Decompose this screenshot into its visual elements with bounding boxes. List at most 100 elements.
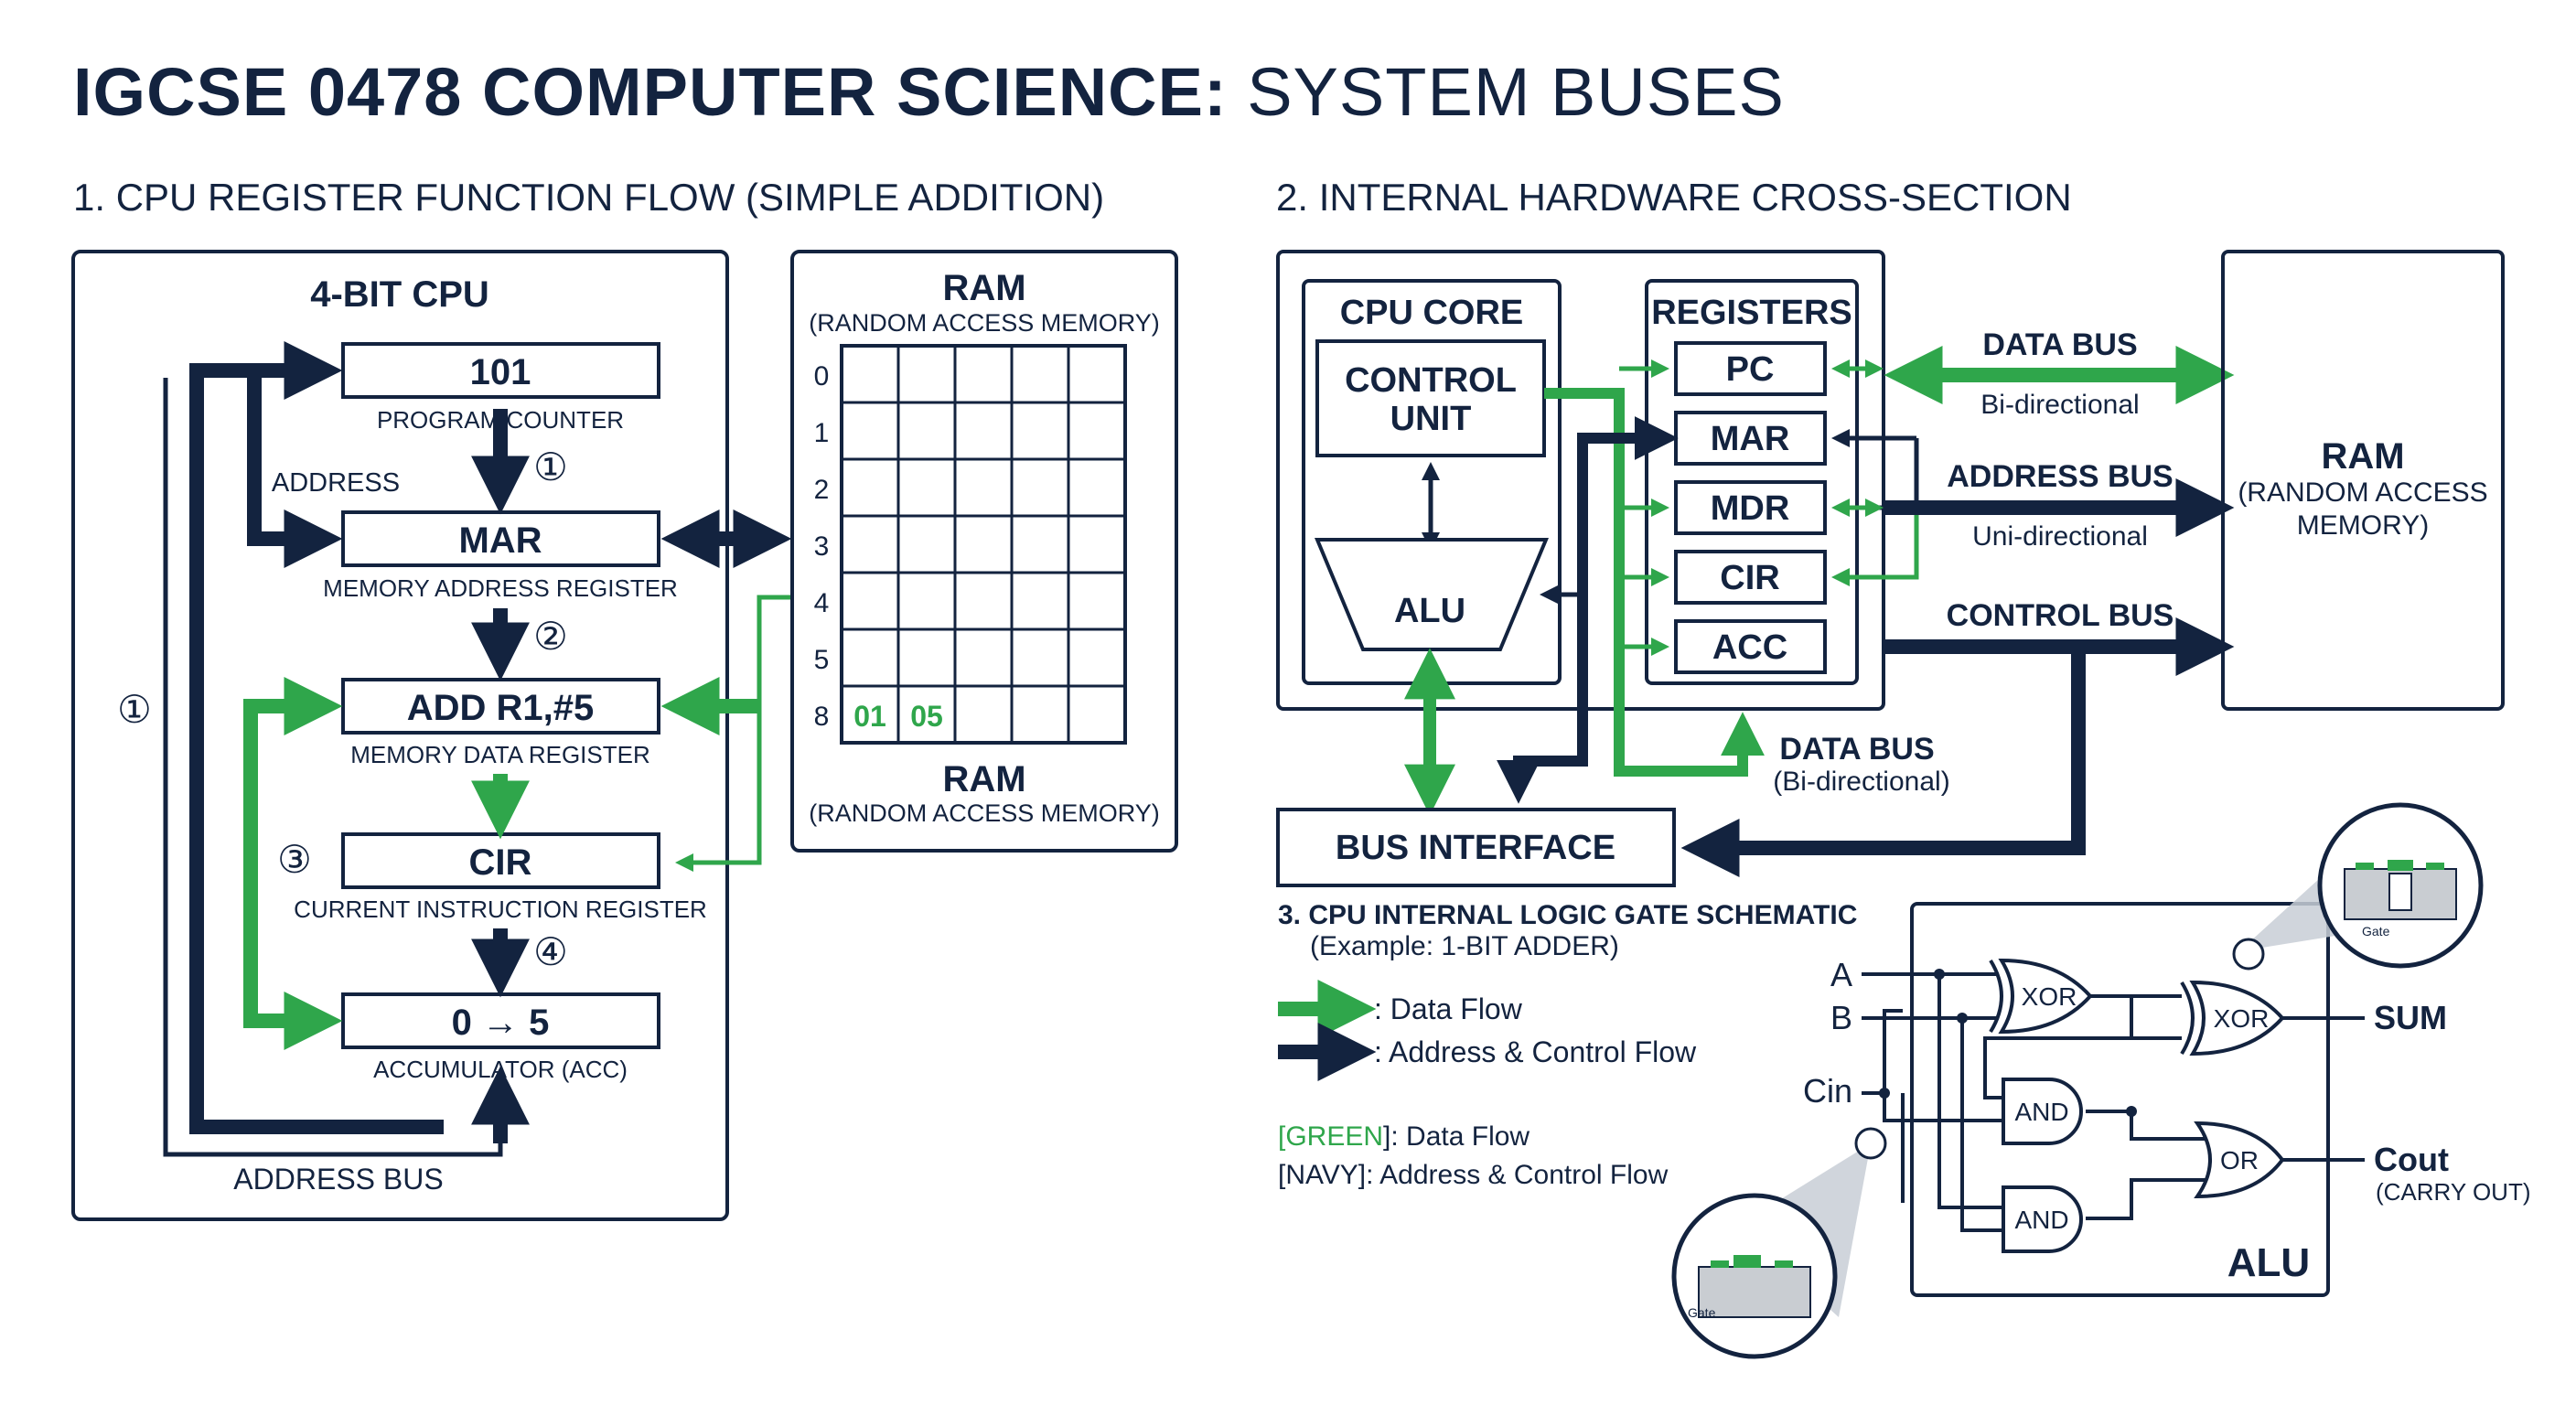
callout-top-gate-label: Gate — [2362, 924, 2390, 938]
register-mar-box — [341, 510, 660, 567]
register-mar-value: MAR — [458, 520, 542, 561]
wire-cin — [1862, 1091, 2003, 1122]
cpu-4bit-box — [71, 250, 729, 1221]
reg-cir-label: CIR — [1720, 559, 1779, 597]
transistor-top-icon — [2344, 860, 2457, 920]
control-bus-return — [1680, 647, 2086, 877]
adder-wires — [1862, 972, 2365, 1232]
and-gate-1-body — [2002, 1078, 2083, 1145]
reg-mdr-label: MDR — [1711, 489, 1790, 528]
right-loop-green — [1830, 508, 1919, 586]
or-gate: OR — [2194, 1121, 2285, 1199]
register-mdr-caption: MEMORY DATA REGISTER — [350, 741, 649, 768]
register-mar-caption: MEMORY ADDRESS REGISTER — [323, 574, 678, 602]
ram-row-2: 2 — [814, 475, 830, 505]
ram-right-line1: (RANDOM ACCESS — [2238, 477, 2487, 508]
register-acc: 0 → 5 ACCUMULATOR (ACC) — [341, 992, 660, 1083]
xor-gate-1-extra-arc — [1989, 959, 2003, 1034]
control-unit-line2: UNIT — [1390, 400, 1472, 438]
key-green-text: ]: Data Flow — [1383, 1121, 1530, 1152]
transistor-top-channel — [2388, 873, 2412, 911]
ram-row-0: 0 — [814, 361, 830, 391]
control-bus-label: CONTROL BUS — [1947, 598, 2174, 633]
wire-junction — [1934, 969, 1945, 980]
address-bus-label: ADDRESS BUS — [233, 1163, 443, 1196]
reg-acc-label: ACC — [1712, 628, 1787, 667]
bus-interface-box — [1276, 808, 1676, 887]
legend-green-text: : Data Flow — [1374, 992, 1523, 1025]
wire-xor1-to-and1 — [1983, 996, 2133, 1099]
or-gate-label: OR — [2220, 1146, 2259, 1174]
register-acc-value: 0 → 5 — [452, 1003, 550, 1043]
register-cir: CIR CURRENT INSTRUCTION REGISTER — [294, 832, 707, 923]
transistor-bottom-gate-3 — [1775, 1260, 1793, 1268]
ram-row-1: 1 — [814, 418, 830, 448]
cout-label: Cout — [2374, 1141, 2449, 1178]
xor-gate-2-body — [2189, 980, 2285, 1056]
register-pc-value: 101 — [470, 352, 531, 392]
register-mdr-box — [341, 678, 660, 735]
ram-cell-05: 05 — [910, 700, 943, 733]
xor-gate-2-extra-arc — [2180, 981, 2195, 1056]
and-gate-2-body — [2002, 1185, 2083, 1253]
and-gate-2-label: AND — [2014, 1206, 2068, 1234]
wire-junction — [2126, 1106, 2137, 1117]
page-title: IGCSE 0478 COMPUTER SCIENCE: SYSTEM BUSE… — [73, 53, 1785, 131]
and-gate-1: AND — [2002, 1078, 2083, 1145]
register-pc-box — [341, 342, 660, 399]
register-mdr-value: ADD R1,#5 — [407, 688, 595, 728]
inner-data-bus-label: DATA BUS — [1779, 732, 1934, 767]
address-label: ADDRESS — [272, 468, 400, 498]
wire-b-to-and2 — [1960, 1018, 2003, 1232]
address-bus-label: ADDRESS BUS — [1947, 459, 2173, 494]
ram-right-line2: MEMORY) — [2297, 510, 2429, 541]
ram-cell-01: 01 — [853, 700, 886, 733]
cpu-core-title: CPU CORE — [1340, 294, 1524, 332]
data-loop — [243, 677, 343, 1050]
section2-heading: 2. INTERNAL HARDWARE CROSS-SECTION — [1276, 176, 2072, 219]
input-a: A — [1830, 956, 1852, 993]
reg-acc-box — [1674, 619, 1827, 674]
section3-diagram: 3. CPU INTERNAL LOGIC GATE SCHEMATIC (Ex… — [1278, 802, 2531, 1359]
alu-to-bus-interface-route — [1497, 416, 1679, 804]
ram-box — [790, 250, 1178, 853]
key-green: [GREEN]: Data Flow — [1278, 1121, 1530, 1152]
reg-pc-box — [1674, 341, 1827, 396]
wire-junction — [1879, 1088, 1890, 1099]
key-green-tag: [GREEN — [1278, 1121, 1383, 1152]
inner-data-bus-type: (Bi-directional) — [1773, 767, 1949, 797]
reg-mar-label: MAR — [1711, 420, 1790, 458]
ram-data-line — [674, 595, 792, 872]
address-branch — [247, 370, 343, 568]
sum-label: SUM — [2374, 999, 2447, 1036]
register-cir-caption: CURRENT INSTRUCTION REGISTER — [294, 896, 707, 923]
section1-diagram: 4-BIT CPU 101 PROGRAM COUNTER MAR MEMORY… — [71, 250, 1178, 1221]
transistor-bottom-gate-2 — [1711, 1260, 1729, 1268]
wire-and1-out — [2086, 1110, 2206, 1141]
gate-callout-bottom: Gate — [1671, 1127, 1887, 1359]
input-cin: Cin — [1803, 1072, 1852, 1110]
page-title-rest: SYSTEM BUSES — [1247, 54, 1785, 130]
xor-gate-1-label: XOR — [2022, 982, 2077, 1011]
xor-gate-1: XOR — [1989, 958, 2093, 1035]
register-cir-box — [341, 832, 660, 889]
adder-alu-box — [1910, 902, 2330, 1297]
callout-top-anchor — [2232, 938, 2265, 971]
registers-title: REGISTERS — [1651, 294, 1852, 332]
cout-note: (CARRY OUT) — [2376, 1178, 2531, 1206]
data-bus-type: Bi-directional — [1980, 390, 2139, 420]
or-gate-body — [2194, 1121, 2285, 1199]
address-bus-type: Uni-directional — [1972, 521, 2148, 552]
callout-bottom-anchor — [1854, 1127, 1887, 1160]
adder-alu-label: ALU — [2227, 1240, 2310, 1285]
transistor-bottom-icon — [1698, 1255, 1811, 1318]
cpu-4bit-title: 4-BIT CPU — [310, 274, 489, 315]
reg-mar-box — [1674, 411, 1827, 466]
ram-row-8: 8 — [814, 702, 830, 732]
alu-label: ALU — [1394, 592, 1465, 630]
register-acc-box — [341, 992, 660, 1049]
input-b: B — [1830, 999, 1852, 1036]
ram-row-5: 5 — [814, 645, 830, 675]
data-bus-label: DATA BUS — [1982, 327, 2137, 362]
